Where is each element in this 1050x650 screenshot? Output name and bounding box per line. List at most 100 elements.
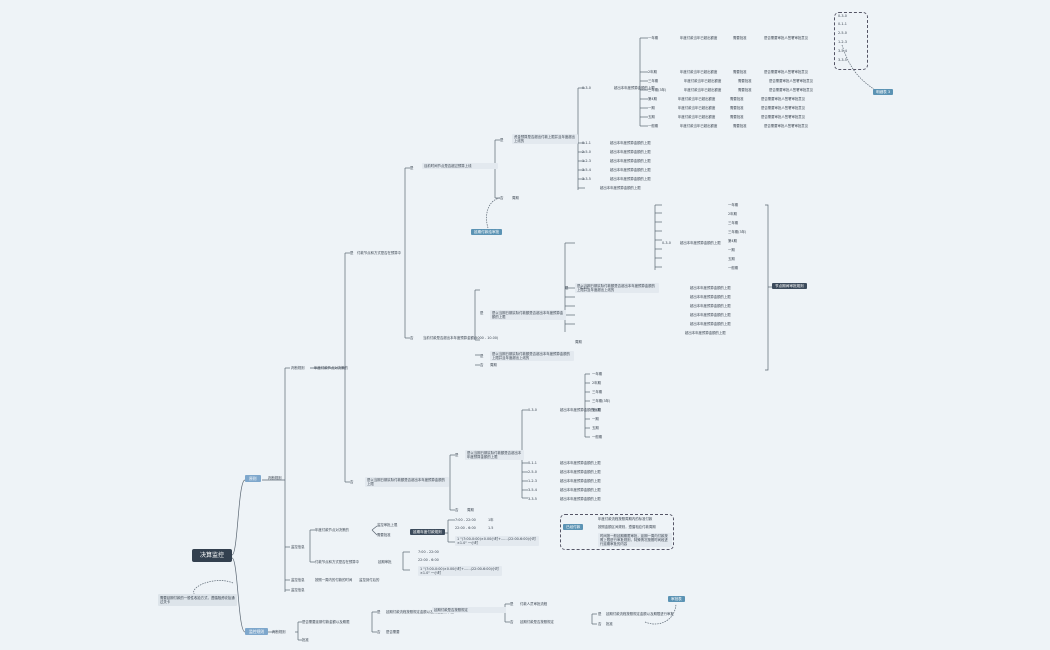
node-leaf-2: 周期 <box>575 340 582 344</box>
node-mid[interactable]: 付款节点和方式是否在预算中 <box>357 251 402 255</box>
term-note-5: 是否需要审批人签署审批意见 <box>761 106 806 110</box>
node-l3-top[interactable]: 年度付款节点对决策的 <box>314 366 348 370</box>
code-5: 3-3-5 <box>582 177 591 181</box>
node-q7[interactable]: 是以当期日期实际付款额是否超出本年度预算金额的上限并且年度超出上线的 <box>490 351 574 361</box>
tag-sheet[interactable]: 明细表 3 <box>873 89 894 95</box>
b-yes: 是 <box>377 610 381 614</box>
b-q7[interactable]: 延期付款是否按照规定 <box>520 620 554 624</box>
top-code-1: 0-1-1 <box>838 22 847 26</box>
node-no-6: 否 <box>480 363 484 367</box>
node-judge[interactable]: 判断规则 <box>268 476 282 480</box>
term-app-1: 需要批准 <box>733 70 747 74</box>
node-yes-1: 是 <box>350 251 354 255</box>
mt-4: 第4期 <box>728 239 737 243</box>
term-app-5: 需要批准 <box>730 106 744 110</box>
m-act-5: 超出本年度预算金额的上限 <box>690 322 731 326</box>
term-row-0: 年度付款当年已超出额度 <box>680 36 718 40</box>
action-0: 超出本年度预算金额的上限 <box>614 86 655 90</box>
action-4: 超出本年度预算金额的上限 <box>610 168 651 172</box>
l-act-0: 超出本年度预算金额的上限 <box>560 408 601 412</box>
term-app-3: 需要批准 <box>738 88 752 92</box>
tag-year-rule[interactable]: 延期年度付款规则 <box>410 529 445 535</box>
node-yes-5: 是 <box>565 286 569 290</box>
node-no-3: 否 <box>500 196 504 200</box>
lt-0: 一年期 <box>592 372 603 376</box>
node-q3[interactable]: 当前付款是否超出本年度预算金额(5000 - 10.00) <box>423 336 499 340</box>
action-3: 超出本年度预算金额的上限 <box>610 159 651 163</box>
node-q6b[interactable]: 是以当期日期实际付款额是否超出本年度预算金额的上限 <box>465 450 524 460</box>
code-4: 3-5-4 <box>582 168 591 172</box>
node-leaf-1: 周期 <box>512 196 519 200</box>
mon-a[interactable]: 年度付款节点对决策的 <box>315 528 349 532</box>
tag-node-rules[interactable]: 节点期间审批规则 <box>772 283 807 289</box>
node-leaf-3: 周期 <box>490 363 497 367</box>
b-level[interactable]: 判断规则 <box>272 630 286 634</box>
term-1: 2年期 <box>648 70 657 74</box>
b-q1[interactable]: 是否需要延期付款金额以及期限 <box>302 620 350 624</box>
node-q6[interactable]: 是以当期日期实际付款额是否超出本年度预算金额的上限 <box>365 477 449 487</box>
top-code-0: 0-3-0 <box>838 14 847 18</box>
action-2: 超出本年度预算金额的上限 <box>610 150 651 154</box>
tag-e[interactable]: 延期审批 <box>378 560 392 564</box>
mon-b[interactable]: 付款节点和方式是否在预算中 <box>315 560 360 564</box>
node-l2-d[interactable]: 监控信息 <box>291 588 305 592</box>
lt-6: 五期 <box>592 426 599 430</box>
term-note-6: 是否需要审批人签署审批意见 <box>761 115 806 119</box>
time-b-1: 22:00 - 6:00 <box>418 558 439 562</box>
term-row-3: 年度付款当年已超出额度 <box>684 88 722 92</box>
term-4: 第4期 <box>648 97 657 101</box>
b-q3[interactable]: 延期付款流程按照规定金额以及期限进行审批 <box>386 610 454 614</box>
term-app-2: 需要批准 <box>738 79 752 83</box>
m-act-1: 超出本年度预算金额的上限 <box>690 286 731 290</box>
mon-a2: 需要批准 <box>377 533 391 537</box>
warn-0: 年度付款流程按照周期内的标准付款 <box>598 517 653 521</box>
dashed-warn-box <box>560 514 674 550</box>
tag-warn[interactable]: 已经付款 <box>563 524 584 530</box>
node-l2-b[interactable]: 监控信息 <box>291 545 305 549</box>
term-7: 一般期 <box>648 124 659 128</box>
term-5: 一期 <box>648 106 655 110</box>
node-yes-6: 是 <box>480 354 484 358</box>
term-row-1: 年度付款当年已超出额度 <box>680 70 718 74</box>
b-q5[interactable]: 延期付款是否按照规定 <box>432 607 506 613</box>
l-act-5: 超出本年度预算金额的上限 <box>560 497 601 501</box>
tag-approval-sheet[interactable]: 审批表 <box>668 596 685 602</box>
node-yes-2: 是 <box>410 166 414 170</box>
term-row-7: 年度付款当年已超出额度 <box>680 124 718 128</box>
b-q6[interactable]: 付款人员审批流程 <box>520 602 548 606</box>
l-act-1: 超出本年度预算金额的上限 <box>560 461 601 465</box>
warn-2: 时间按一般延期期限审批，延期一周内付款按照上限进行审批规则，特殊情况按照时间段进… <box>598 533 672 547</box>
branch-principle[interactable]: 原则 <box>245 475 261 482</box>
lt-3: 三年期(3年) <box>592 399 611 403</box>
formula-a: 1 "(7:00-0:00)×0.00小时+……(22:00-6:00)小时×1… <box>455 536 539 546</box>
time-b-0: 7:00 - 22:00 <box>418 550 439 554</box>
term-3: 三年期(3年) <box>648 88 667 92</box>
node-l2-a[interactable]: 判断规则 <box>291 366 305 370</box>
top-code-5: 3-3-5 <box>838 58 847 62</box>
code-2: 2-5-0 <box>582 150 591 154</box>
lt-5: 一期 <box>592 417 599 421</box>
node-yes-4: 是 <box>480 311 484 315</box>
branch-monitor-rules[interactable]: 监控规则 <box>245 628 269 635</box>
mt-0: 一年期 <box>728 203 739 207</box>
term-row-4: 年度付款当年已超出额度 <box>678 97 716 101</box>
b-no-3: 否 <box>598 622 602 626</box>
warn-1: 按照金额区间规则，遵循相应付款周期 <box>598 525 656 529</box>
term-row-6: 年度付款当年已超出额度 <box>678 115 716 119</box>
m-act-4: 超出本年度预算金额的上限 <box>690 313 731 317</box>
code-3: 1-2-3 <box>582 159 591 163</box>
root-node[interactable]: 决算监控 <box>192 549 232 562</box>
term-note-0: 是否需要审批人签署审批意见 <box>764 36 809 40</box>
node-q1[interactable]: 目前时间节点是否超过预算上线 <box>422 163 498 169</box>
node-q4[interactable]: 是以当期日期实际付款额是否超出本年度预算金额的上限 <box>490 310 566 320</box>
action-5: 超出本年度预算金额的上限 <box>610 177 651 181</box>
code-1: 0-1-1 <box>582 141 591 145</box>
node-l2-c[interactable]: 监控信息 <box>291 578 305 582</box>
formula-b: 1 "(7:00-0:00)×0.00小时+……(22:00-6:00)小时×1… <box>418 566 502 576</box>
node-q2[interactable]: 资金预算是否超出付款上限并且年度超出上线的 <box>512 134 578 144</box>
term-6: 五期 <box>648 115 655 119</box>
rate-a-0: 1年 <box>488 518 494 522</box>
node-q5[interactable]: 是以当期日期实际付款额是否超出本年度预算金额的上限并且年度超出上线的 <box>575 283 659 293</box>
tag-extension[interactable]: 延期付款给审批 <box>471 229 503 235</box>
